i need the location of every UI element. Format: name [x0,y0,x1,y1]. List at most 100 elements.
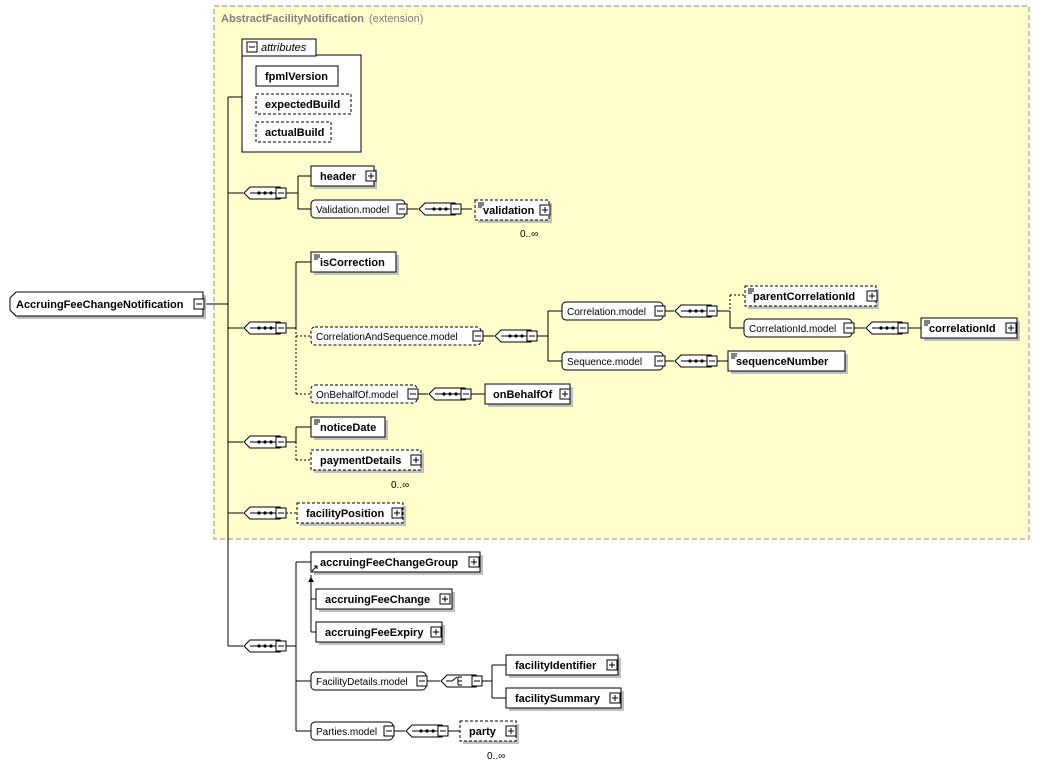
expand-icon[interactable] [365,170,377,182]
collapse-icon[interactable] [472,330,484,342]
element-facilitySummary[interactable]: facilitySummary [505,687,624,711]
element-sequenceNumber[interactable]: sequenceNumber [727,350,848,374]
group-sequence-model[interactable]: Sequence.model [561,351,666,371]
element-parentCorrelationId[interactable]: parentCorrelationId [744,285,879,309]
element-label: party [469,726,497,738]
sequence-compositor[interactable] [243,321,287,335]
sequence-compositor[interactable] [405,724,449,738]
attribute-expectedBuild[interactable] [255,93,352,115]
collapse-icon[interactable] [654,355,666,367]
element-label: noticeDate [320,422,376,434]
expand-icon[interactable] [391,507,403,519]
collapse-icon[interactable] [193,298,205,310]
collapse-icon[interactable] [843,322,855,334]
base-type-name: AbstractFacilityNotification [221,13,364,25]
collapse-icon[interactable] [275,436,287,448]
element-accruingFeeChangeGroup[interactable]: accruingFeeChangeGroup [308,551,483,582]
element-accruingFeeExpiry[interactable]: accruingFeeExpiry [315,621,445,645]
occurrence-label: 0..∞ [391,480,409,491]
expand-icon[interactable] [439,593,451,605]
element-header[interactable]: header [310,165,377,189]
sequence-compositor[interactable] [418,202,462,216]
expand-icon[interactable] [430,626,442,638]
collapse-icon[interactable] [416,675,428,687]
group-onBehalfOf-model[interactable]: OnBehalfOf.model [310,384,419,404]
collapse-icon[interactable] [275,187,287,199]
collapse-icon[interactable] [654,305,666,317]
group-label: OnBehalfOf.model [316,390,398,401]
expand-icon[interactable] [1005,322,1017,334]
collapse-icon[interactable] [383,725,395,737]
element-label: header [320,171,357,183]
element-validation[interactable]: validation 0..∞ [474,199,552,240]
collapse-icon[interactable] [275,322,287,334]
element-accruingFeeChange[interactable]: accruingFeeChange [315,588,455,612]
group-label: FacilityDetails.model [316,677,408,688]
group-label: Validation.model [316,205,389,216]
group-facilityDetails-model[interactable]: FacilityDetails.model [310,671,428,691]
expand-icon[interactable] [609,692,621,704]
attribute-fpmlVersion[interactable] [255,65,339,87]
sequence-compositor[interactable] [494,329,538,343]
element-label: onBehalfOf [493,389,553,401]
group-validation-model[interactable]: Validation.model [310,199,408,219]
group-correlation-and-sequence-model[interactable]: CorrelationAndSequence.model [310,326,484,346]
expand-icon[interactable] [410,454,422,466]
collapse-icon[interactable] [437,725,449,737]
collapse-icon[interactable] [275,640,287,652]
collapse-icon[interactable] [706,355,718,367]
attribute-label: expectedBuild [265,99,340,111]
expand-icon[interactable] [505,725,517,737]
collapse-icon[interactable] [460,388,472,400]
expand-icon[interactable] [606,659,618,671]
element-label: paymentDetails [320,455,401,467]
group-parties-model[interactable]: Parties.model [310,721,395,741]
expand-icon[interactable] [559,388,571,400]
element-label: accruingFeeChangeGroup [320,557,458,569]
group-label: Sequence.model [567,357,642,368]
choice-compositor[interactable] [440,674,483,688]
element-paymentDetails[interactable]: paymentDetails 0..∞ [310,449,424,491]
collapse-icon[interactable] [396,203,408,215]
element-correlationId[interactable]: correlationId [920,317,1020,341]
group-label: CorrelationId.model [749,324,836,335]
attributes-collapse-icon[interactable] [246,41,258,53]
attribute-label: actualBuild [265,127,324,139]
element-facilityIdentifier[interactable]: facilityIdentifier [505,654,621,678]
sequence-compositor[interactable] [243,435,287,449]
element-onBehalfOf[interactable]: onBehalfOf [484,383,573,407]
substitution-arrow-icon [308,577,314,582]
sequence-compositor[interactable] [243,186,287,200]
collapse-icon[interactable] [407,388,419,400]
expand-icon[interactable] [866,290,878,302]
sequence-compositor[interactable] [674,304,718,318]
expand-icon[interactable] [468,556,480,568]
element-party[interactable]: party 0..∞ [459,720,519,762]
occurrence-label: 0..∞ [520,229,538,240]
element-label: parentCorrelationId [753,291,855,303]
sequence-compositor[interactable] [243,639,287,653]
expand-icon[interactable] [539,204,551,216]
group-correlation-model[interactable]: Correlation.model [561,301,666,321]
sequence-compositor[interactable] [674,354,718,368]
collapse-icon[interactable] [706,305,718,317]
element-label: isCorrection [320,257,385,269]
element-label: sequenceNumber [736,356,829,368]
collapse-icon[interactable] [897,322,909,334]
collapse-icon[interactable] [471,675,483,687]
attributes-tab [241,38,317,57]
sequence-compositor[interactable] [428,387,472,401]
collapse-icon[interactable] [526,330,538,342]
element-noticeDate[interactable]: noticeDate [310,416,388,440]
element-facilityPosition[interactable]: facilityPosition [296,502,406,526]
attribute-actualBuild[interactable] [255,121,332,143]
sequence-compositor[interactable] [243,506,287,520]
sequence-compositor[interactable] [865,321,909,335]
attributes-title: attributes [261,42,307,54]
collapse-icon[interactable] [275,507,287,519]
group-correlationId-model[interactable]: CorrelationId.model [743,318,855,338]
connector-lines [206,96,921,732]
element-isCorrection[interactable]: isCorrection [310,251,399,275]
collapse-icon[interactable] [450,203,462,215]
root-element[interactable]: AccruingFeeChangeNotification [9,291,206,319]
